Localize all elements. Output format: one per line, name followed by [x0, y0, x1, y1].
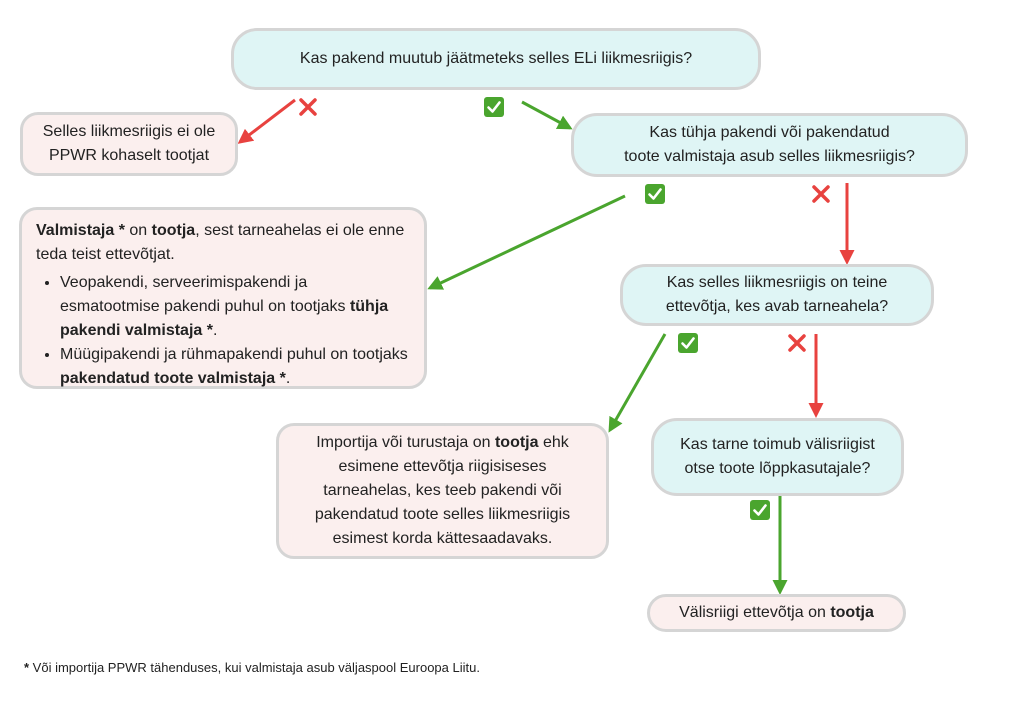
- footnote-text: Või importija PPWR tähenduses, kui valmi…: [29, 660, 480, 675]
- producer-term: tootja: [830, 604, 874, 621]
- answer-bullets: Veopakendi, serveerimispakendi ja esmato…: [36, 271, 410, 391]
- answer-intro: Valmistaja * on tootja, sest tarneahelas…: [36, 219, 410, 267]
- question-line-2: otse toote lõppkasutajale?: [684, 460, 871, 477]
- answer-text: Välisriigi ettevõtja on tootja: [679, 601, 874, 625]
- producer-term: tootja: [494, 434, 539, 451]
- footnote: * Või importija PPWR tähenduses, kui val…: [24, 660, 480, 675]
- answer-no-producer: Selles liikmesriigis ei ole PPWR kohasel…: [20, 112, 238, 176]
- list-item: Müügipakendi ja rühmapakendi puhul on to…: [60, 343, 410, 391]
- question-line-1: Kas selles liikmesriigis on teine: [666, 274, 888, 291]
- arrow-q1-yes: [521, 100, 573, 130]
- check-mark-icon: [750, 500, 770, 520]
- cross-mark-icon: [812, 185, 830, 203]
- question-text: Kas pakend muutub jäätmeteks selles ELi …: [299, 50, 693, 67]
- question-line-1: Kas tarne toimub välisriigist: [680, 436, 875, 453]
- arrow-q2-yes: [427, 194, 626, 290]
- check-mark-icon: [645, 184, 665, 204]
- question-manufacturer-location: Kas tühja pakendi või pakendatud toote v…: [571, 113, 968, 177]
- question-line-2: ettevõtja, kes avab tarneahela?: [665, 298, 889, 315]
- text-fragment: , sest tarneahelas ei ole enne teda teis…: [36, 222, 405, 263]
- answer-importer-is-producer: Importija või turustaja on tootja ehk es…: [276, 423, 609, 559]
- manufacturer-term: Valmistaja *: [36, 222, 125, 239]
- text-fragment: Müügipakendi ja rühmapakendi puhul on to…: [60, 346, 408, 363]
- list-item: Veopakendi, serveerimispakendi ja esmato…: [60, 271, 410, 343]
- text-fragment: Veopakendi, serveerimispakendi ja esmato…: [60, 274, 350, 315]
- check-mark-icon: [678, 333, 698, 353]
- text-fragment: Importija või turustaja on: [316, 434, 495, 451]
- question-other-operator: Kas selles liikmesriigis on teine ettevõ…: [620, 264, 934, 326]
- bold-term: tühja pakendi valmistaja *: [60, 298, 389, 339]
- cross-mark-icon: [299, 98, 317, 116]
- question-delivery-from-abroad: Kas tarne toimub välisriigist otse toote…: [651, 418, 904, 496]
- arrow-q1-no: [237, 98, 296, 144]
- answer-manufacturer-is-producer: Valmistaja * on tootja, sest tarneahelas…: [19, 207, 427, 389]
- text-fragment: Välisriigi ettevõtja on: [679, 604, 831, 621]
- question-line-1: Kas tühja pakendi või pakendatud: [649, 124, 890, 141]
- text-fragment: ehk esimene ettevõtja riigisiseses tarne…: [314, 434, 571, 547]
- footnote-star: *: [24, 660, 30, 675]
- producer-term: tootja: [151, 222, 196, 239]
- answer-text: Importija või turustaja on tootja ehk es…: [295, 431, 590, 551]
- check-mark-icon: [484, 97, 504, 117]
- answer-text: Selles liikmesriigis ei ole PPWR kohasel…: [42, 123, 216, 164]
- cross-mark-icon: [788, 334, 806, 352]
- answer-foreign-operator-is-producer: Välisriigi ettevõtja on tootja: [647, 594, 906, 632]
- arrow-q3-yes: [608, 333, 667, 433]
- question-line-2: toote valmistaja asub selles liikmesriig…: [624, 148, 915, 165]
- question-waste-in-member-state: Kas pakend muutub jäätmeteks selles ELi …: [231, 28, 761, 90]
- text-fragment: .: [212, 322, 218, 339]
- text-fragment: .: [285, 370, 291, 387]
- bold-term: pakendatud toote valmistaja *: [60, 370, 286, 387]
- text-fragment: on: [124, 222, 152, 239]
